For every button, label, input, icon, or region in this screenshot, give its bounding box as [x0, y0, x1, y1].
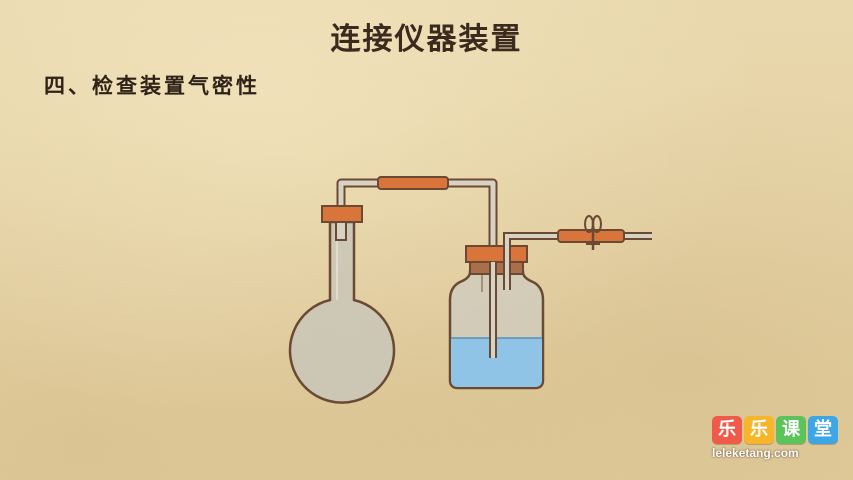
gas-washing-bottle — [448, 232, 560, 390]
water — [451, 338, 542, 387]
spring-clamp-icon — [584, 215, 602, 250]
brand-watermark: 乐 乐 课 堂 leleketang.com — [712, 416, 840, 460]
round-bottom-flask — [288, 205, 396, 404]
flask-stopper — [321, 205, 363, 223]
flask-tube-end — [335, 221, 347, 241]
rubber-hose-connector — [377, 176, 449, 190]
bottle-stopper — [465, 245, 528, 263]
brand-logo-char-1: 乐 — [712, 416, 742, 444]
brand-logo-char-2: 乐 — [744, 416, 774, 444]
outlet-tube — [557, 229, 652, 243]
brand-url: leleketang.com — [712, 446, 799, 460]
page-title: 连接仪器装置 — [330, 22, 523, 57]
brand-logo: 乐 乐 课 堂 — [712, 416, 840, 444]
brand-logo-char-3: 课 — [776, 416, 806, 444]
brand-logo-char-4: 堂 — [808, 416, 838, 444]
section-heading: 四、检查装置气密性 — [44, 73, 260, 98]
